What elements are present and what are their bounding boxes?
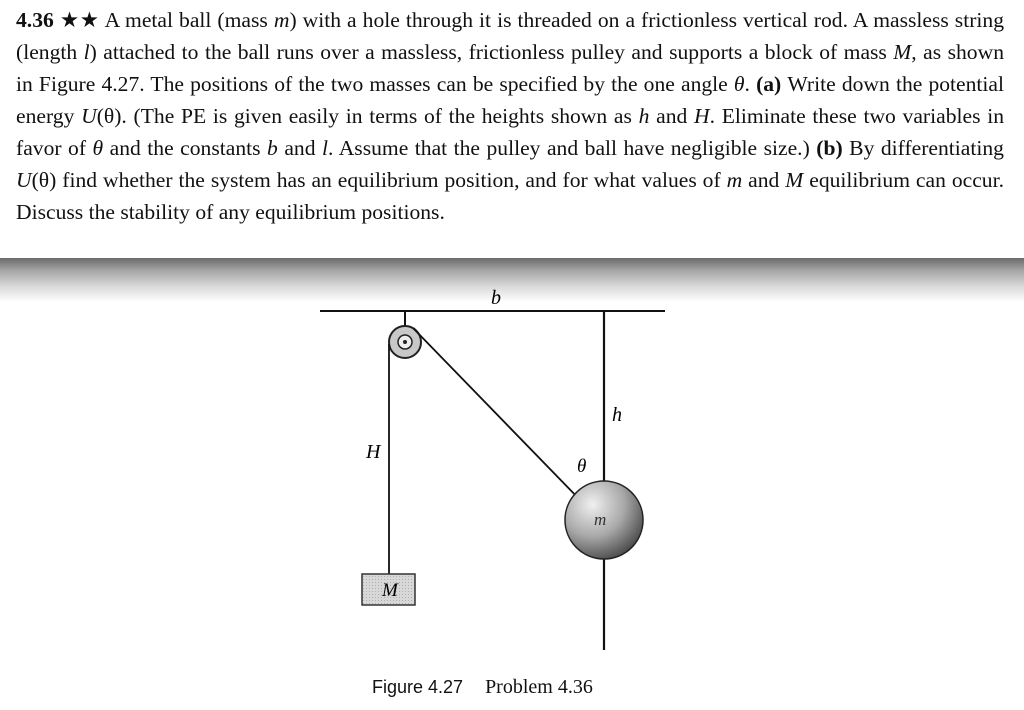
- text-segment: and: [649, 104, 694, 128]
- var-H: H: [694, 104, 710, 128]
- text-segment: find whether the system has an equilibri…: [56, 168, 727, 192]
- part-b-label: (b): [816, 136, 843, 160]
- var-m: m: [726, 168, 743, 192]
- string-to-ball: [412, 327, 585, 505]
- var-M: M: [785, 168, 804, 192]
- caption-figure-number: Figure 4.27: [372, 677, 464, 697]
- label-b: b: [491, 287, 501, 309]
- text-segment: A metal ball (mass: [99, 8, 274, 32]
- var-l: l: [322, 136, 328, 160]
- var-l: l: [83, 40, 90, 64]
- text-segment: and the constants: [103, 136, 268, 160]
- caption-problem-number: Problem 4.36: [485, 676, 593, 698]
- var-b: b: [267, 136, 278, 160]
- ball-m: [564, 480, 644, 560]
- label-theta: θ: [577, 456, 586, 477]
- figure-caption: Figure 4.27 Problem 4.36: [372, 676, 593, 699]
- text-segment: .: [744, 72, 757, 96]
- var-U: U: [81, 104, 97, 128]
- var-U: U: [16, 168, 32, 192]
- text-segment: , as shown in Figure 4.27. The positions…: [16, 40, 1004, 96]
- label-h: h: [612, 404, 622, 426]
- figure-diagram: b M m h H θ: [320, 287, 665, 650]
- page-fold-shadow: [0, 258, 1024, 302]
- var-m: m: [273, 8, 290, 32]
- text-segment: . Assume that the pulley and ball have n…: [328, 136, 817, 160]
- text-segment: . Eliminate these two variables in favor…: [16, 104, 1004, 160]
- label-m: m: [594, 510, 606, 529]
- text-segment: and: [277, 136, 322, 160]
- block-M: [361, 573, 416, 606]
- var-theta: θ: [92, 136, 104, 160]
- text-segment: and: [742, 168, 786, 192]
- text-segment: ) attached to the ball runs over a massl…: [89, 40, 894, 64]
- problem-statement: 4.36 ★★ A metal ball (mass m) with a hol…: [16, 4, 1004, 228]
- label-M: M: [381, 580, 399, 601]
- var-h: h: [638, 104, 650, 128]
- text-segment: Write down the potential energy: [16, 72, 1005, 128]
- difficulty-stars: ★★: [59, 8, 100, 32]
- var-U-arg: (θ): [31, 168, 57, 192]
- pulley-axle: [403, 340, 407, 344]
- text-segment: ) with a hole through it is threaded on …: [16, 8, 1004, 64]
- part-a-label: (a): [756, 72, 782, 96]
- label-H: H: [365, 441, 382, 463]
- text-segment: equilibrium can occur. Discuss the stabi…: [16, 168, 1005, 224]
- var-theta: θ: [733, 72, 745, 96]
- text-segment: By differentiating: [842, 136, 1004, 160]
- var-M: M: [893, 40, 912, 64]
- text-segment: . (The PE is given easily in terms of th…: [121, 104, 639, 128]
- problem-number: 4.36: [16, 8, 54, 32]
- var-U-arg: (θ): [96, 104, 122, 128]
